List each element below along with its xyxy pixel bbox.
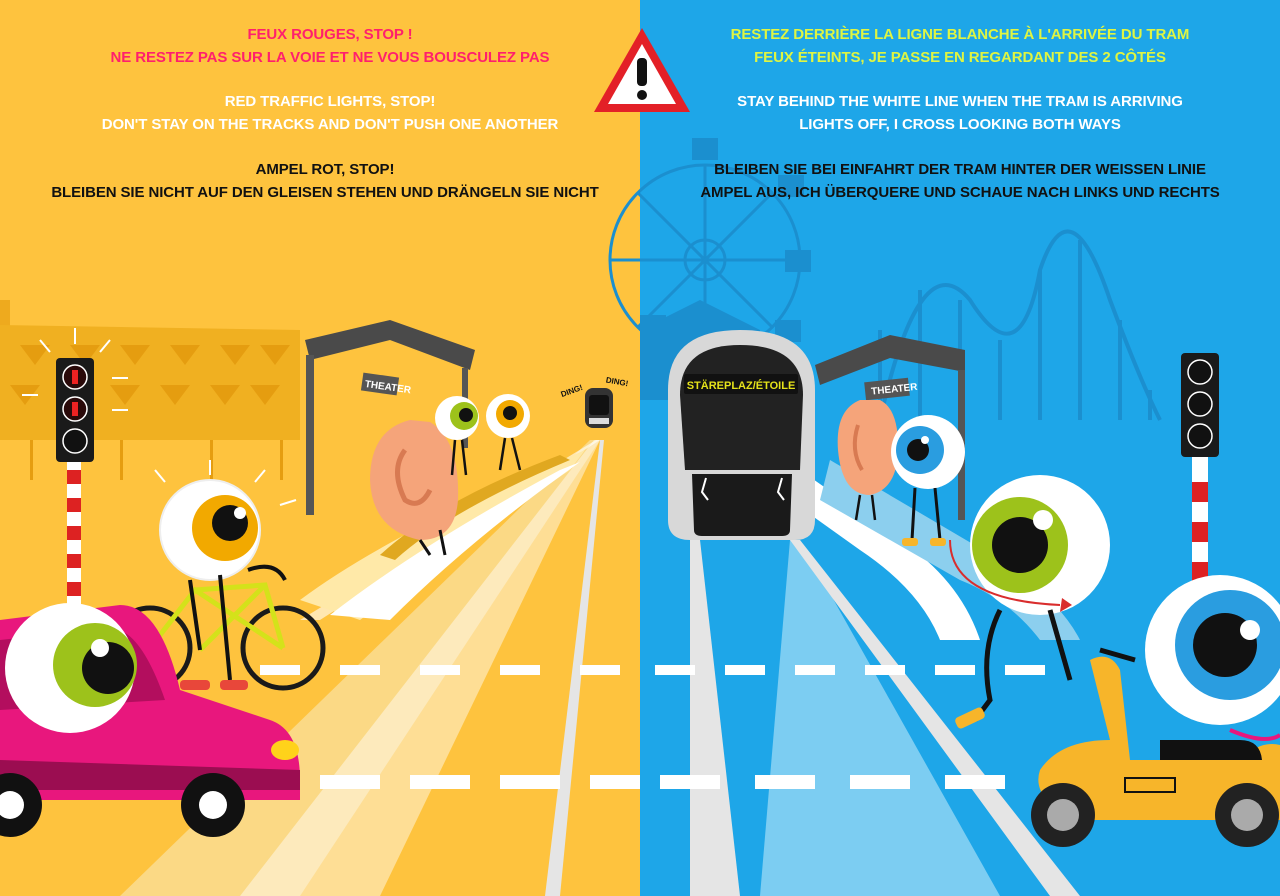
right-german-line: BLEIBEN SIE BEI EINFAHRT DER TRAM HINTER… <box>714 161 1206 178</box>
eye-character-on-bike <box>107 460 326 691</box>
tram <box>668 330 815 540</box>
tram-destination-sign: STÄREPLAZ/ÉTOILE <box>687 379 796 392</box>
right-english-text: STAY BEHIND THE WHITE LINE WHEN THE TRAM… <box>680 91 1240 136</box>
ear-character-right <box>837 400 899 521</box>
right-english-line: LIGHTS OFF, I CROSS LOOKING BOTH WAYS <box>799 115 1121 133</box>
warning-triangle-icon <box>594 28 690 112</box>
green-eye-character-crossing <box>949 475 1110 729</box>
ding-sound-label: DING! <box>605 375 629 388</box>
right-french-line: RESTEZ DERRIÈRE LA LIGNE BLANCHE À L'ARR… <box>730 26 1190 43</box>
right-english-line: STAY BEHIND THE WHITE LINE WHEN THE TRAM… <box>737 93 1183 110</box>
left-german-text: AMPEL ROT, STOP! BLEIBEN SIE NICHT AUF D… <box>20 159 630 204</box>
unlit-traffic-light-icon <box>1181 353 1219 585</box>
yellow-scooter-with-eye <box>1031 575 1280 847</box>
blue-eye-character-waiting <box>891 415 965 546</box>
left-french-line: NE RESTEZ PAS SUR LA VOIE ET NE VOUS BOU… <box>110 48 550 66</box>
right-french-line: FEUX ÉTEINTS, JE PASSE EN REGARDANT DES … <box>754 48 1166 66</box>
right-dashed-lines <box>655 665 1045 789</box>
right-shelter-sign: THEATER <box>871 382 919 398</box>
right-french-text: RESTEZ DERRIÈRE LA LIGNE BLANCHE À L'ARR… <box>680 24 1240 69</box>
right-german-text: BLEIBEN SIE BEI EINFAHRT DER TRAM HINTER… <box>680 159 1240 204</box>
red-pedestrian-traffic-light-icon <box>22 328 128 610</box>
left-german-line: BLEIBEN SIE NICHT AUF DEN GLEISEN STEHEN… <box>51 183 599 201</box>
left-english-line: DON'T STAY ON THE TRACKS AND DON'T PUSH … <box>101 115 559 133</box>
left-german-line: AMPEL ROT, STOP! <box>255 161 395 178</box>
ear-character <box>370 420 459 556</box>
pink-car <box>0 603 300 837</box>
left-english-line: RED TRAFFIC LIGHTS, STOP! <box>224 93 436 110</box>
right-german-line: AMPEL AUS, ICH ÜBERQUERE UND SCHAUE NACH… <box>700 183 1220 201</box>
distant-tram <box>585 388 613 428</box>
left-dashed-lines <box>260 665 640 789</box>
left-french-line: FEUX ROUGES, STOP ! <box>247 26 413 43</box>
eye-characters-waiting <box>435 394 530 476</box>
left-english-text: RED TRAFFIC LIGHTS, STOP! DON'T STAY ON … <box>40 91 620 136</box>
left-french-text: FEUX ROUGES, STOP ! NE RESTEZ PAS SUR LA… <box>40 24 620 69</box>
